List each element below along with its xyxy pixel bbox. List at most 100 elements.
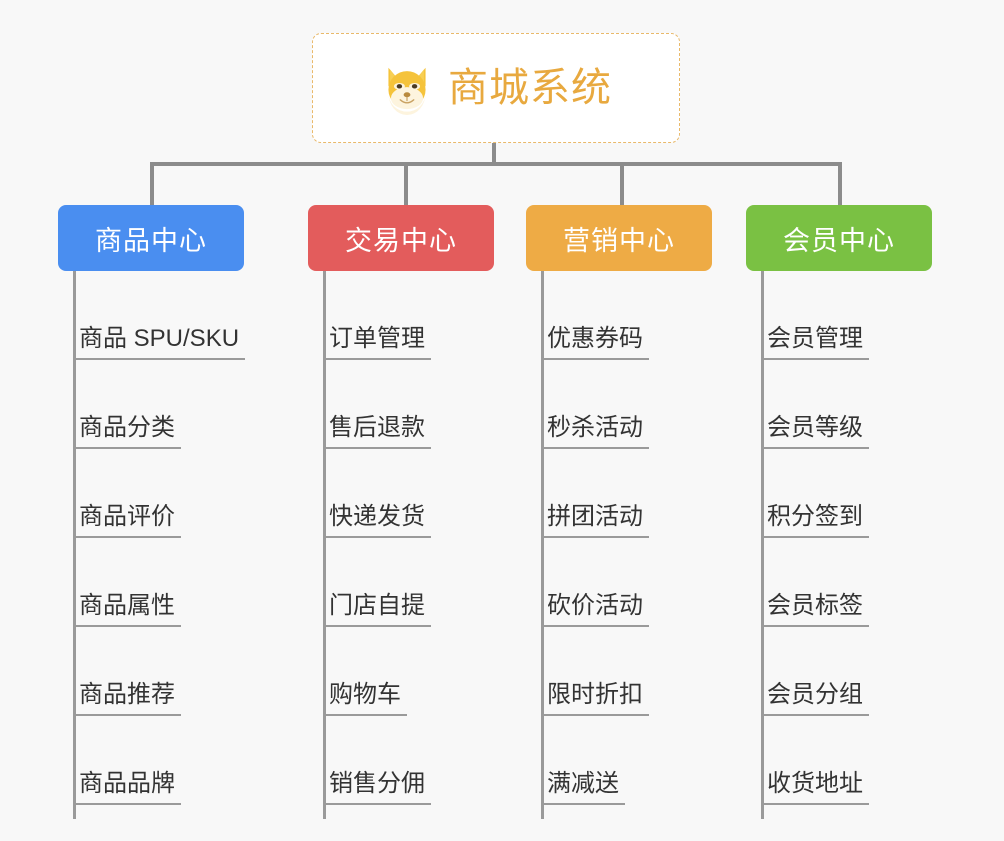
- category-title-3: 营销中心: [563, 225, 675, 256]
- connector-drop-1: [150, 162, 154, 207]
- leaf-item[interactable]: 会员分组: [761, 627, 869, 716]
- leaf-underline: [323, 536, 431, 538]
- leaf-label: 售后退款: [329, 414, 425, 442]
- leaf-spine-2: [323, 271, 326, 819]
- leaf-label: 门店自提: [329, 592, 425, 620]
- column-product-center: 商品中心 商品 SPU/SKU 商品分类 商品评价 商品属性 商品推荐: [58, 205, 245, 841]
- category-header-1[interactable]: 商品中心: [58, 205, 244, 271]
- leaf-underline: [541, 803, 625, 805]
- connector-drop-4: [838, 162, 842, 207]
- leaf-label: 收货地址: [767, 770, 863, 798]
- root-title: 商城系统: [448, 66, 612, 110]
- leaf-label: 销售分佣: [329, 770, 425, 798]
- leaf-underline: [761, 447, 869, 449]
- connector-bracket: [150, 162, 842, 166]
- leaf-label: 购物车: [329, 681, 401, 709]
- leaf-label: 会员等级: [767, 414, 863, 442]
- leaf-underline: [323, 714, 407, 716]
- leaf-underline: [323, 625, 431, 627]
- leaf-underline: [73, 714, 181, 716]
- connector-drop-3: [620, 162, 624, 207]
- category-title-1: 商品中心: [95, 225, 207, 256]
- leaf-spine-3: [541, 271, 544, 819]
- leaf-label: 优惠券码: [547, 325, 643, 353]
- leaf-item[interactable]: 快递发货: [323, 449, 431, 538]
- leaf-label: 商品评价: [79, 503, 175, 531]
- leaf-label: 商品分类: [79, 414, 175, 442]
- column-marketing-center: 营销中心 优惠券码 秒杀活动 拼团活动 砍价活动 限时折扣: [526, 205, 712, 841]
- category-header-2[interactable]: 交易中心: [308, 205, 494, 271]
- leaf-underline: [73, 447, 181, 449]
- leaf-label: 商品推荐: [79, 681, 175, 709]
- leaf-item[interactable]: 订单管理: [323, 271, 431, 360]
- leaf-item[interactable]: 商品 SPU/SKU: [73, 271, 245, 360]
- leaf-item[interactable]: 拼团活动: [541, 449, 649, 538]
- leaf-underline: [541, 358, 649, 360]
- connector-drop-2: [404, 162, 408, 207]
- leaf-item[interactable]: 会员标签: [761, 538, 869, 627]
- category-title-4: 会员中心: [783, 225, 895, 256]
- leaf-underline: [761, 714, 869, 716]
- column-member-center: 会员中心 会员管理 会员等级 积分签到 会员标签 会员分组: [746, 205, 932, 841]
- leaf-label: 会员管理: [767, 325, 863, 353]
- leaf-label: 积分签到: [767, 503, 863, 531]
- category-header-3[interactable]: 营销中心: [526, 205, 712, 271]
- leaf-item[interactable]: 商品品牌: [73, 716, 181, 805]
- leaf-underline: [323, 803, 431, 805]
- leaf-underline: [761, 803, 869, 805]
- leaf-list-4: 会员管理 会员等级 积分签到 会员标签 会员分组 收货地址: [746, 271, 932, 841]
- leaf-underline: [73, 358, 245, 360]
- leaf-label: 限时折扣: [547, 681, 643, 709]
- leaf-label: 商品属性: [79, 592, 175, 620]
- leaf-item[interactable]: 商品属性: [73, 538, 181, 627]
- leaf-label: 会员分组: [767, 681, 863, 709]
- leaf-item[interactable]: 积分签到: [761, 449, 869, 538]
- leaf-underline: [541, 714, 649, 716]
- leaf-item[interactable]: 购物车: [323, 627, 407, 716]
- leaf-label: 订单管理: [329, 325, 425, 353]
- leaf-list-3: 优惠券码 秒杀活动 拼团活动 砍价活动 限时折扣 满减送: [526, 271, 712, 841]
- connector-stem: [492, 143, 496, 164]
- leaf-label: 拼团活动: [547, 503, 643, 531]
- category-header-4[interactable]: 会员中心: [746, 205, 932, 271]
- leaf-underline: [761, 536, 869, 538]
- leaf-spine-1: [73, 271, 76, 819]
- leaf-underline: [541, 536, 649, 538]
- leaf-item[interactable]: 收货地址: [761, 716, 869, 805]
- leaf-label: 商品 SPU/SKU: [79, 325, 240, 353]
- leaf-spine-4: [761, 271, 764, 819]
- leaf-item[interactable]: 销售分佣: [323, 716, 431, 805]
- leaf-underline: [541, 447, 649, 449]
- column-trade-center: 交易中心 订单管理 售后退款 快递发货 门店自提 购物车: [308, 205, 494, 841]
- leaf-item[interactable]: 优惠券码: [541, 271, 649, 360]
- leaf-label: 商品品牌: [79, 770, 175, 798]
- leaf-label: 秒杀活动: [547, 414, 643, 442]
- leaf-list-1: 商品 SPU/SKU 商品分类 商品评价 商品属性 商品推荐 商品品牌: [58, 271, 245, 841]
- leaf-label: 砍价活动: [547, 592, 643, 620]
- leaf-underline: [73, 803, 181, 805]
- leaf-item[interactable]: 会员管理: [761, 271, 869, 360]
- leaf-underline: [73, 536, 181, 538]
- leaf-list-2: 订单管理 售后退款 快递发货 门店自提 购物车 销售分佣: [308, 271, 494, 841]
- leaf-underline: [323, 358, 431, 360]
- shiba-dog-face-icon: [388, 67, 426, 115]
- leaf-item[interactable]: 会员等级: [761, 360, 869, 449]
- leaf-item[interactable]: 商品评价: [73, 449, 181, 538]
- leaf-item[interactable]: 秒杀活动: [541, 360, 649, 449]
- leaf-item[interactable]: 商品分类: [73, 360, 181, 449]
- leaf-item[interactable]: 砍价活动: [541, 538, 649, 627]
- leaf-label: 快递发货: [329, 503, 425, 531]
- leaf-item[interactable]: 满减送: [541, 716, 625, 805]
- leaf-item[interactable]: 售后退款: [323, 360, 431, 449]
- leaf-item[interactable]: 商品推荐: [73, 627, 181, 716]
- root-node[interactable]: 商城系统: [312, 33, 680, 143]
- leaf-underline: [761, 625, 869, 627]
- leaf-item[interactable]: 限时折扣: [541, 627, 649, 716]
- leaf-underline: [761, 358, 869, 360]
- leaf-underline: [323, 447, 431, 449]
- leaf-label: 满减送: [547, 770, 619, 798]
- leaf-label: 会员标签: [767, 592, 863, 620]
- leaf-underline: [73, 625, 181, 627]
- leaf-item[interactable]: 门店自提: [323, 538, 431, 627]
